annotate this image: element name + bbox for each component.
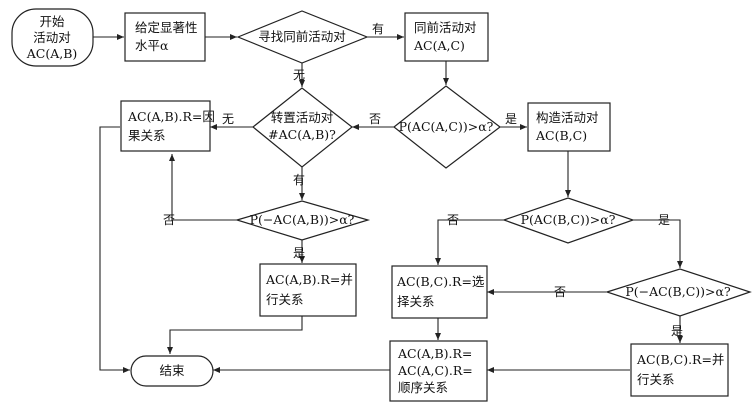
node-parallel-ab: AC(A,B).R=并 行关系 [259,263,357,317]
svg-text:AC(B,C): AC(B,C) [535,128,587,143]
svg-text:结束: 结束 [159,363,185,378]
node-start: 开始 活动对 AC(A,B) [11,8,94,67]
node-p-ac-ac: P(AC(A,C))>α? [393,85,501,169]
svg-text:顺序关系: 顺序关系 [398,380,448,395]
label-find-yes: 有 [372,22,384,36]
svg-text:开始: 开始 [39,14,65,29]
svg-text:转置活动对: 转置活动对 [271,110,334,125]
svg-text:P(−AC(A,B))>α?: P(−AC(A,B))>α? [250,212,355,227]
label-pnegab-yes: 是 [293,246,305,260]
label-pnegab-no: 否 [163,213,175,227]
label-pnegbc-no: 否 [554,285,566,299]
svg-text:水平α: 水平α [135,38,169,53]
svg-text:AC(A,C).R=: AC(A,C).R= [397,363,473,378]
svg-text:AC(B,C).R=选: AC(B,C).R=选 [396,274,485,289]
label-pbc-no: 否 [447,213,459,227]
svg-text:行关系: 行关系 [637,372,675,387]
node-given-alpha: 给定显著性 水平α [124,12,206,62]
svg-text:AC(A,B): AC(A,B) [26,46,78,61]
svg-text:AC(B,C).R=并: AC(B,C).R=并 [636,352,724,367]
edge-pbc-choice [435,219,504,265]
edges [93,34,683,373]
node-p-neg-ab: P(−AC(A,B))>α? [234,200,371,241]
svg-text:AC(A,C): AC(A,C) [413,38,465,53]
label-transpose-no: 无 [222,112,234,126]
svg-text:#AC(A,B)?: #AC(A,B)? [268,127,336,142]
node-parallel-bc: AC(B,C).R=并 行关系 [630,343,729,397]
svg-text:AC(A,B).R=并: AC(A,B).R=并 [265,272,353,287]
edge-parallelab-end [167,316,303,354]
label-pac-no: 否 [369,112,381,126]
svg-text:P(AC(B,C))>α?: P(AC(B,C))>α? [521,212,616,227]
node-sequence-relation: AC(A,B).R= AC(A,C).R= 顺序关系 [389,340,488,402]
svg-text:择关系: 择关系 [397,294,435,309]
svg-text:构造活动对: 构造活动对 [536,110,599,125]
svg-text:P(−AC(B,C))>α?: P(−AC(B,C))>α? [625,284,731,299]
label-transpose-yes: 有 [293,173,305,187]
node-end: 结束 [130,355,214,387]
svg-text:果关系: 果关系 [128,128,166,143]
svg-text:AC(A,B).R=: AC(A,B).R= [397,346,472,361]
node-p-neg-bc: P(−AC(B,C))>α? [605,268,752,317]
label-find-no: 无 [293,68,305,82]
svg-text:寻找同前活动对: 寻找同前活动对 [258,29,346,44]
edge-pbc-pnegbc [633,219,683,268]
edge-causal-end [99,126,130,373]
label-pbc-yes: 是 [658,213,670,227]
edge-pnegab-causal [169,154,237,221]
svg-text:P(AC(A,C))>α?: P(AC(A,C))>α? [399,119,494,134]
node-find-same-predecessor: 寻找同前活动对 [236,10,369,64]
node-same-predecessor-pair: 同前活动对 AC(A,C) [404,12,489,62]
svg-text:活动对: 活动对 [33,30,71,45]
node-p-ac-bc: P(AC(B,C))>α? [502,197,635,244]
svg-text:给定显著性: 给定显著性 [135,20,198,35]
label-pnegbc-yes: 是 [671,324,683,338]
svg-text:行关系: 行关系 [266,292,304,307]
label-pac-yes: 是 [505,112,517,126]
node-transpose-check: 转置活动对 #AC(A,B)? [252,87,353,168]
svg-text:同前活动对: 同前活动对 [414,20,477,35]
node-causal-relation: AC(A,B).R=因 果关系 [120,100,215,152]
svg-text:AC(A,B).R=因: AC(A,B).R=因 [127,109,215,124]
edge-labels: 有 无 无 有 否 是 否 是 否 是 否 是 [163,22,683,338]
node-choice-relation: AC(B,C).R=选 择关系 [391,265,488,319]
node-build-pair: 构造活动对 AC(B,C) [527,102,611,152]
